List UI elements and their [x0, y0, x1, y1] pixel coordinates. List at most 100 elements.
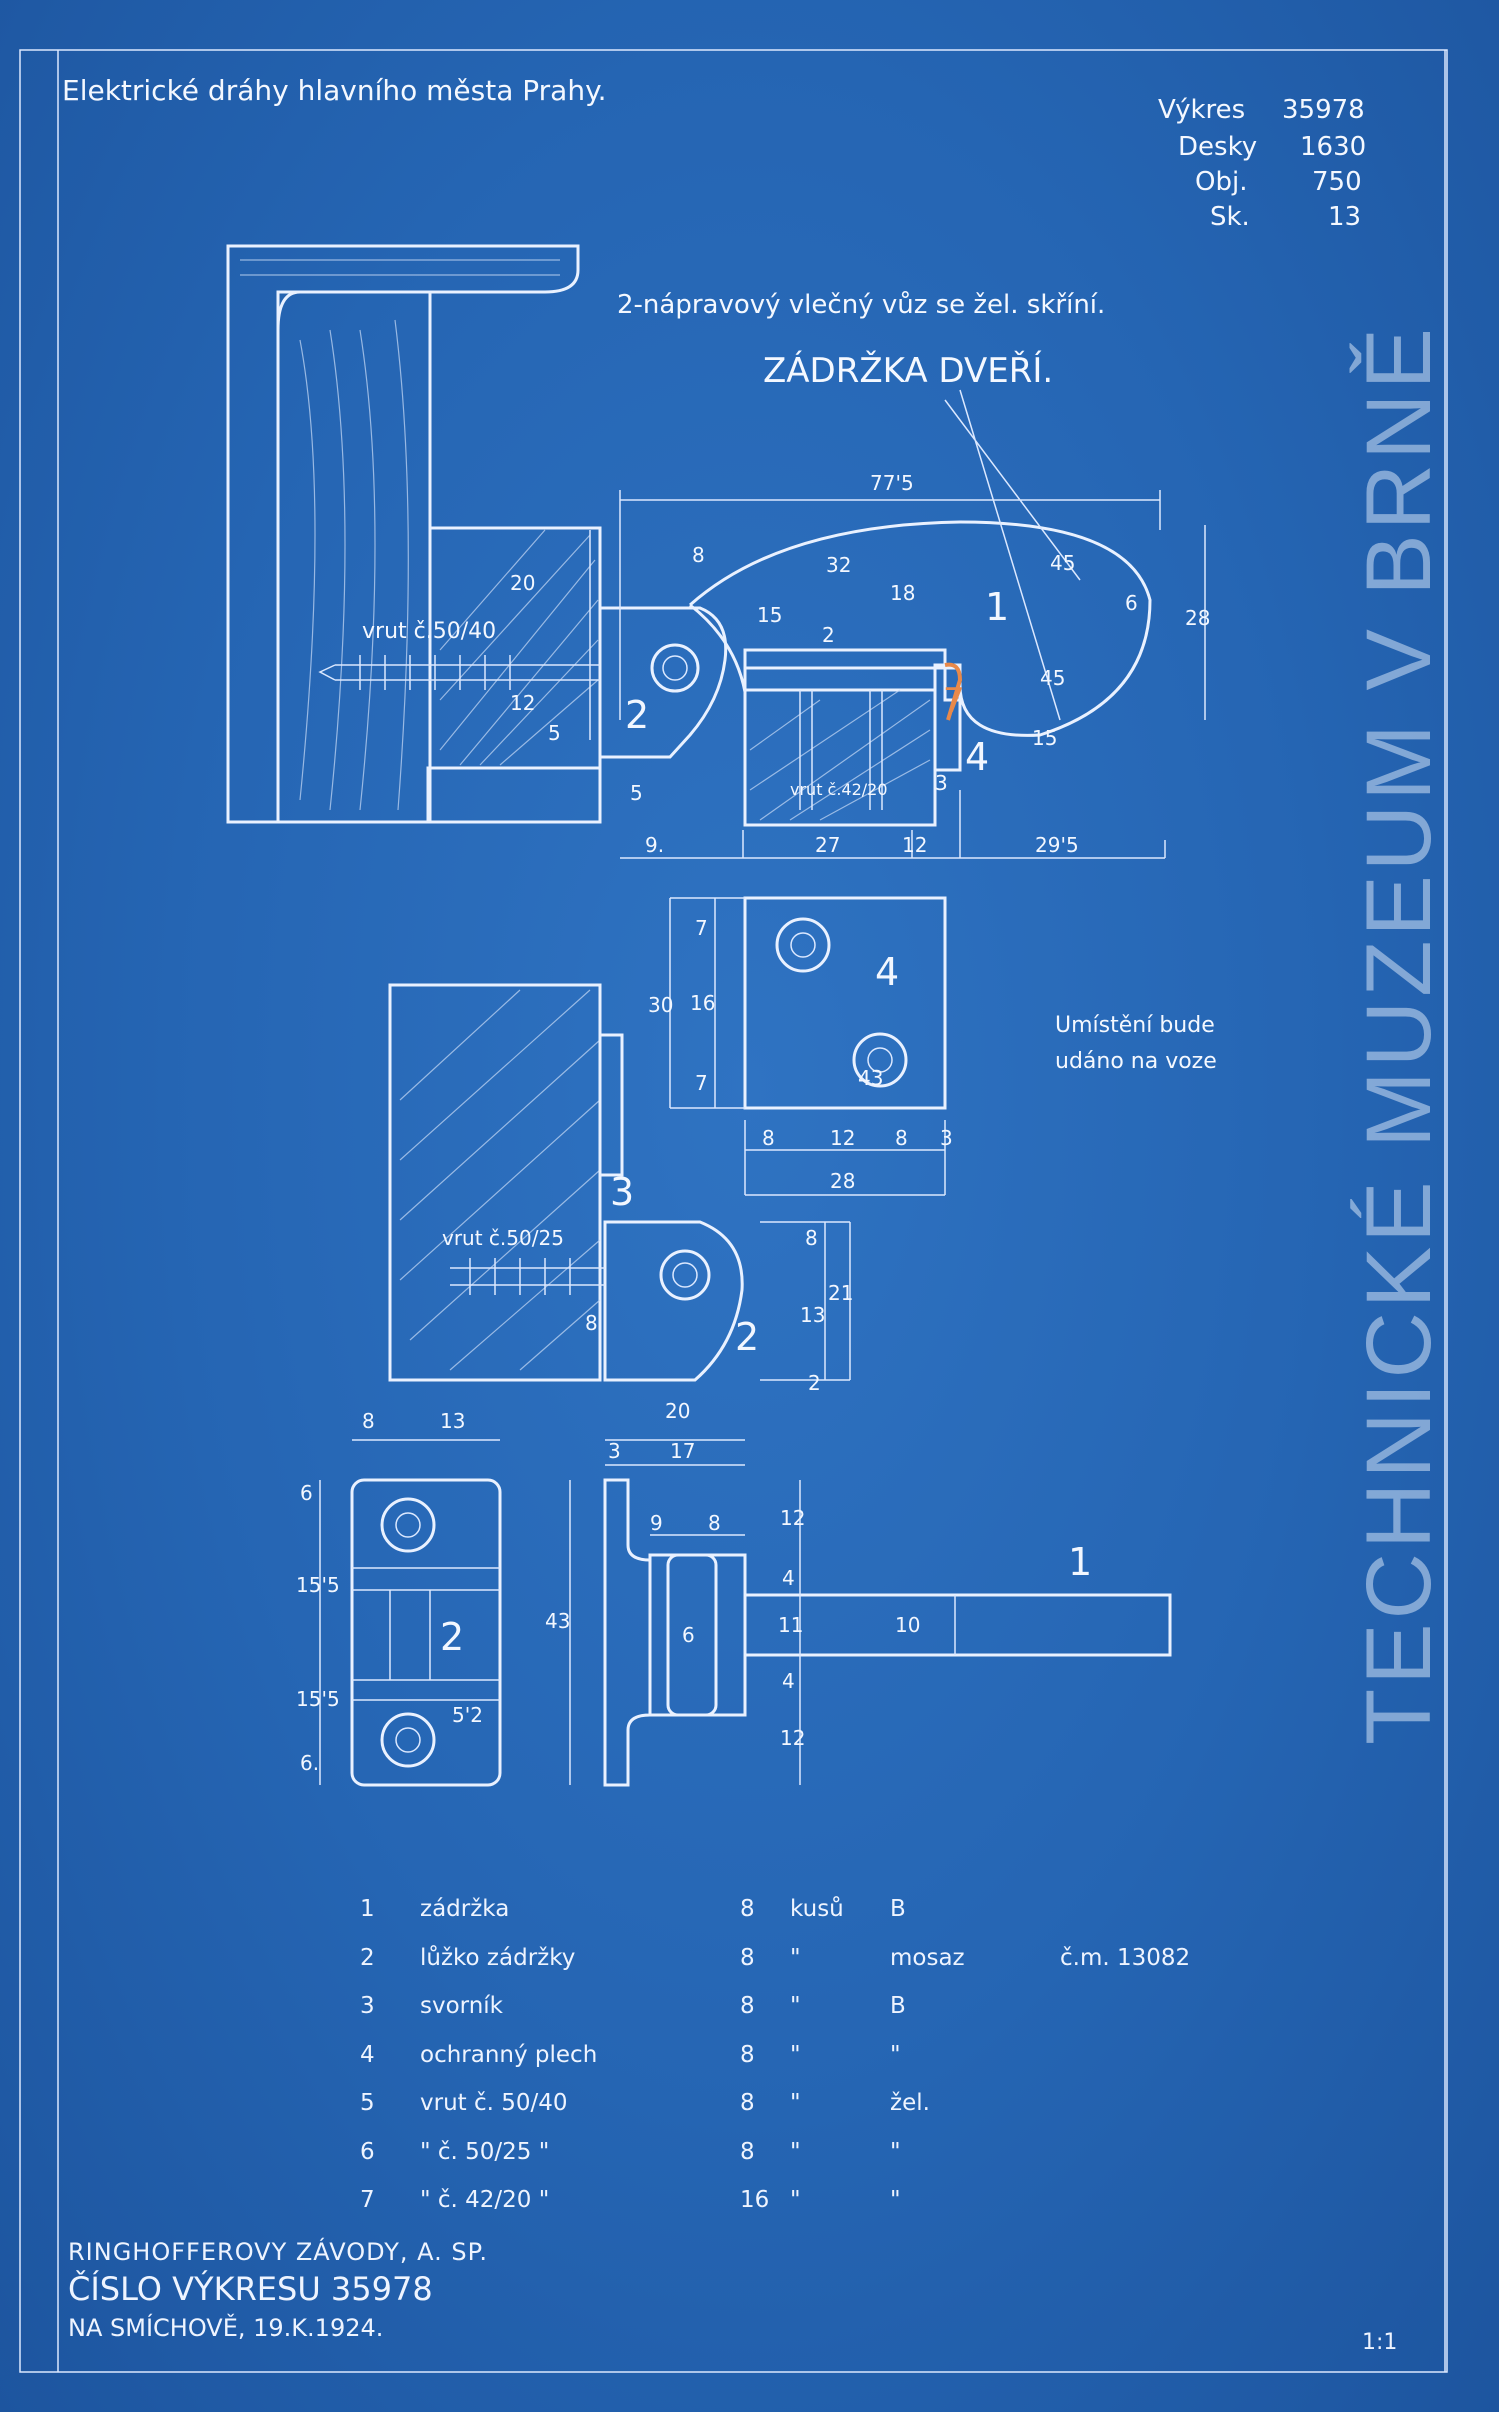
dim-label: 15'5	[296, 1687, 340, 1711]
part-number-2: 2	[625, 693, 649, 737]
dim-label: 9.	[645, 833, 664, 857]
part-number-4: 4	[965, 735, 989, 779]
drawing-number: ČÍSLO VÝKRESU 35978	[68, 2270, 433, 2308]
part-name: ochranný plech	[420, 2041, 598, 2068]
dim-label: 17	[670, 1439, 695, 1463]
drawing-no-label: Výkres	[1158, 95, 1245, 125]
part-material: "	[890, 2041, 901, 2068]
screw-label-top: vrut č.50/40	[362, 619, 496, 644]
dim-label: 6	[682, 1623, 695, 1647]
dim-label: 6.	[300, 1751, 319, 1775]
dim-label: 13	[800, 1303, 825, 1327]
part-unit: "	[790, 2187, 801, 2213]
dim-label: 7	[695, 1071, 708, 1095]
desky-label: Desky	[1178, 132, 1257, 162]
dim-label: 29'5	[1035, 833, 1079, 857]
dim-label: 20	[510, 571, 535, 595]
dim-label: 11	[778, 1613, 803, 1637]
part-ref	[1060, 2128, 1260, 2177]
part-qty: 8	[740, 2090, 755, 2116]
part-unit: "	[790, 2138, 801, 2165]
part-number-4: 4	[875, 950, 899, 994]
dim-label: 12	[780, 1726, 805, 1750]
dim-label: 8	[708, 1511, 721, 1535]
part-number-1: 1	[985, 585, 1009, 629]
part-ref	[1060, 1982, 1260, 2031]
dim-label: 8	[692, 543, 705, 567]
part-unit: "	[790, 1944, 801, 1971]
part-name: svorník	[420, 1993, 504, 2019]
part-ref: č.m. 13082	[1060, 1944, 1191, 1971]
part-number-7: 7	[943, 681, 965, 721]
part-name: vrut č. 50/40	[420, 2090, 568, 2116]
sk-label: Sk.	[1210, 202, 1250, 232]
dim-label: 13	[440, 1409, 465, 1433]
dim-label: 18	[890, 581, 915, 605]
dim-label: 15	[757, 603, 782, 627]
dim-label: 15'5	[296, 1573, 340, 1597]
title-block: RINGHOFFEROVY ZÁVODY, A. SP. ČÍSLO VÝKRE…	[68, 2238, 488, 2342]
dim-label: 77'5	[870, 471, 914, 495]
part-name: zádržka	[420, 1896, 510, 1922]
scale: 1:1	[1362, 2330, 1398, 2355]
part-material: mosaz	[890, 1944, 965, 1971]
dim-label: 2	[808, 1371, 821, 1395]
dim-label: 12	[780, 1506, 805, 1530]
screw-label-small: vrut č.42/20	[790, 780, 888, 799]
part-number-1: 1	[1068, 1540, 1092, 1584]
dim-label: 21	[828, 1281, 853, 1305]
dim-label: 6	[1125, 591, 1138, 615]
part-number-2: 2	[735, 1315, 759, 1359]
dim-label: 8	[805, 1226, 818, 1250]
dim-label: 30	[648, 993, 673, 1017]
dim-label: 2	[822, 623, 835, 647]
dim-label: 8	[895, 1126, 908, 1150]
part-no: 4	[360, 2041, 375, 2068]
part-unit: "	[790, 2041, 801, 2068]
dim-label: 8	[762, 1126, 775, 1150]
place-date: NA SMÍCHOVĚ, 19.K.1924.	[68, 2314, 384, 2342]
dim-label: 5	[548, 721, 561, 745]
dim-label: 45	[1040, 666, 1065, 690]
dim-label: 5	[630, 781, 643, 805]
screw-label-mid: vrut č.50/25	[442, 1226, 564, 1250]
view-guard-plate	[669, 896, 947, 1196]
drawing-no: 35978	[1282, 95, 1365, 125]
watermark: TECHNICKÉ MUZEUM V BRNĚ	[1348, 324, 1450, 1745]
dim-label: 12	[510, 691, 535, 715]
dim-label: 28	[830, 1169, 855, 1193]
obj-label: Obj.	[1195, 167, 1247, 197]
dim-label: 9	[650, 1511, 663, 1535]
parts-list-row: 7" č. 42/20 "16""	[360, 2176, 1280, 2225]
dim-label: 5'2	[452, 1703, 483, 1727]
company: RINGHOFFEROVY ZÁVODY, A. SP.	[68, 2238, 489, 2266]
part-qty: 16	[740, 2187, 770, 2213]
orange-mark	[944, 662, 963, 721]
dim-label: 3	[608, 1439, 621, 1463]
view-side-section	[226, 244, 1206, 859]
note-line-1: Umístění bude	[1055, 1013, 1215, 1038]
dim-label: 12	[902, 833, 927, 857]
dim-label: 8	[585, 1311, 598, 1335]
dim-label: 10	[895, 1613, 920, 1637]
part-material: žel.	[890, 2090, 930, 2116]
part-no: 1	[360, 1896, 375, 1922]
view-bracket-mount	[388, 983, 851, 1382]
dim-label: 32	[826, 553, 851, 577]
dim-label: 27	[815, 833, 840, 857]
dim-label: 7	[695, 916, 708, 940]
dim-label: 4	[782, 1566, 795, 1590]
parts-list-row: 6" č. 50/25 "8""	[360, 2128, 1280, 2177]
part-unit: "	[790, 2090, 801, 2116]
part-name: lůžko zádržky	[420, 1944, 576, 1971]
border-frame	[19, 49, 1448, 2373]
dim-label: 3	[940, 1126, 953, 1150]
dim-label: 20	[665, 1399, 690, 1423]
obj: 750	[1312, 167, 1362, 197]
part-ref	[1060, 1885, 1260, 1934]
